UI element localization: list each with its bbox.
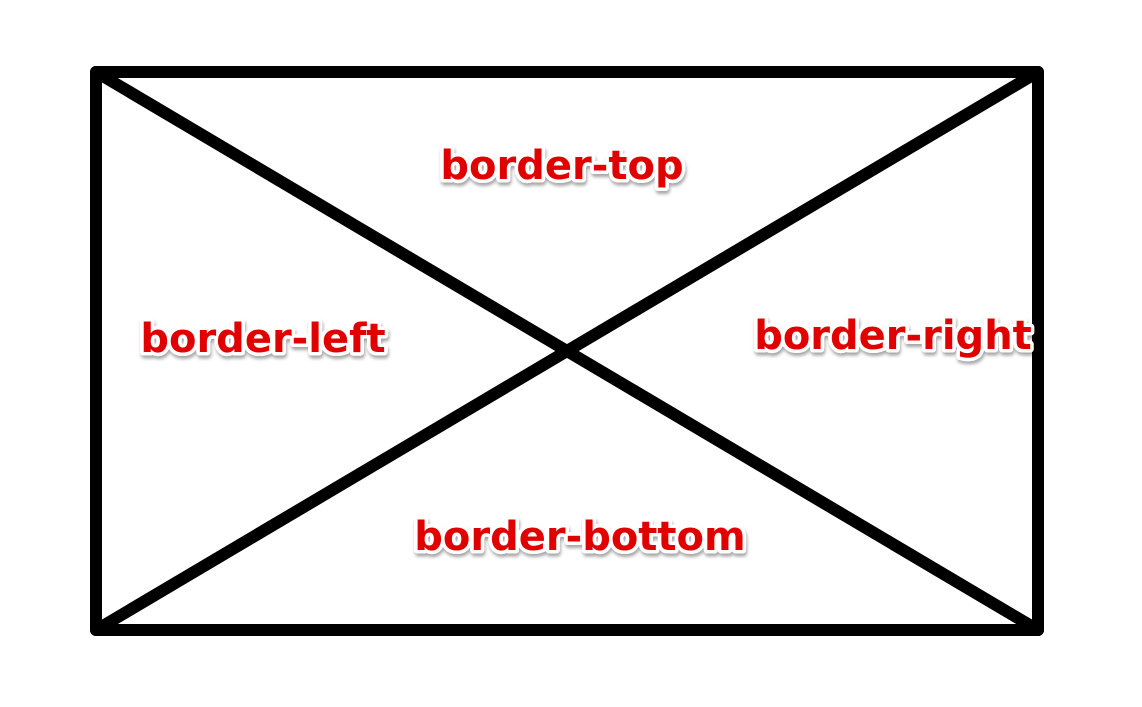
diagonal-top-right-to-bottom-left (90, 66, 1044, 636)
label-border-bottom: border-bottom (414, 514, 745, 560)
label-border-right: border-right (754, 313, 1032, 359)
box-outline (90, 66, 1044, 636)
label-border-left: border-left (140, 316, 385, 362)
label-border-top: border-top (440, 143, 683, 189)
